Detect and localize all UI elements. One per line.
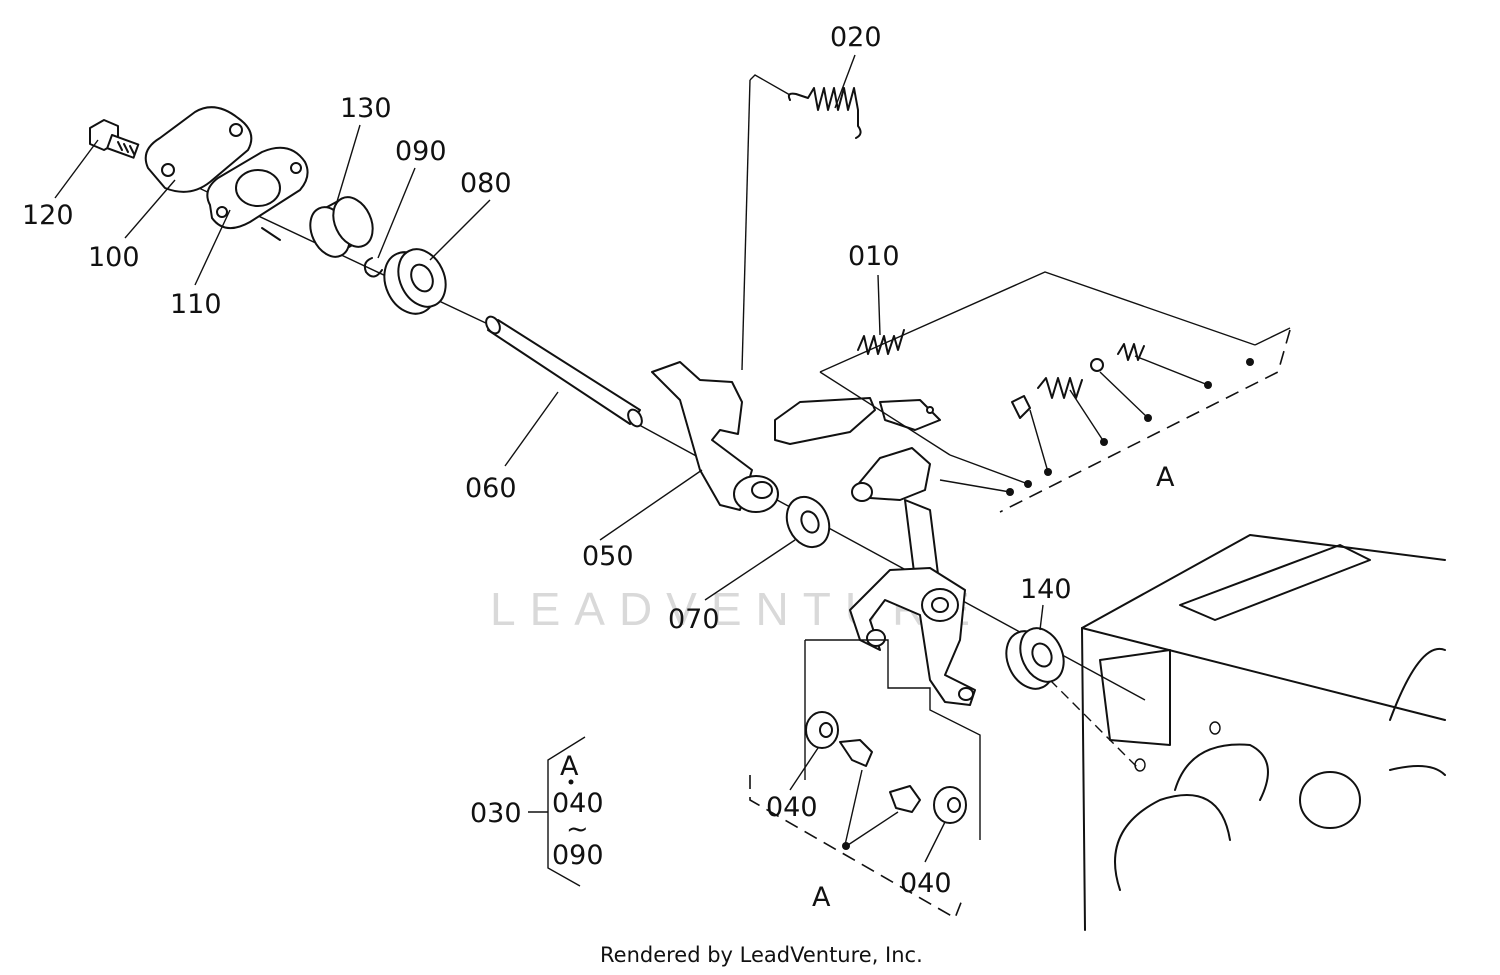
oil-seal-part[interactable] [303, 191, 381, 263]
group-a-lower-parts[interactable] [805, 711, 967, 824]
compression-spring-part[interactable] [857, 329, 905, 355]
callout-030: 030 [470, 798, 522, 829]
kit-legend-range: ~ [566, 814, 589, 845]
ball-bearing-part[interactable] [375, 242, 455, 323]
callout-110: 110 [170, 289, 222, 320]
callout-090: 090 [395, 136, 447, 167]
engine-block [1081, 534, 1446, 931]
callout-040-left: 040 [766, 792, 818, 823]
washer-part[interactable] [779, 490, 837, 554]
callout-140: 140 [1020, 574, 1072, 605]
ball-bearing-2-part[interactable] [997, 621, 1072, 696]
callout-100: 100 [88, 242, 140, 273]
callout-040-right: 040 [900, 868, 952, 899]
shaft-part[interactable] [483, 314, 644, 429]
callout-labels: 020 130 090 080 120 100 110 010 060 050 … [22, 22, 1072, 899]
group-a-upper-parts[interactable] [1011, 343, 1145, 419]
callout-010: 010 [848, 241, 900, 272]
kit-legend-from: 040 [552, 788, 604, 819]
callout-080: 080 [460, 168, 512, 199]
tension-spring-part[interactable] [787, 87, 862, 139]
callout-070: 070 [668, 604, 720, 635]
group-a-lower-outline [749, 639, 981, 920]
group-marker-a-lower: A [812, 882, 831, 913]
group-marker-a-upper: A [1156, 462, 1175, 493]
callout-130: 130 [340, 93, 392, 124]
kit-legend: A 040 ~ 090 [528, 736, 604, 887]
group-a-upper-dots [939, 355, 1254, 496]
leader-lines [54, 54, 1044, 863]
callout-120: 120 [22, 200, 74, 231]
bolt-part[interactable] [89, 119, 140, 159]
governor-lever-part[interactable] [651, 361, 779, 513]
callout-020: 020 [830, 22, 882, 53]
fork-lever-part[interactable] [774, 397, 976, 706]
shaft-axis-line [149, 164, 1146, 771]
callout-050: 050 [582, 541, 634, 572]
footer-credit: Rendered by LeadVenture, Inc. [600, 943, 923, 967]
group-a-upper-outline [819, 271, 1291, 513]
kit-legend-group: A [560, 751, 579, 782]
callout-060: 060 [465, 473, 517, 504]
cover-plate-part[interactable] [144, 106, 253, 193]
circlip-part[interactable] [363, 257, 383, 278]
kit-legend-to: 090 [552, 840, 604, 871]
gasket-part[interactable] [206, 146, 309, 241]
